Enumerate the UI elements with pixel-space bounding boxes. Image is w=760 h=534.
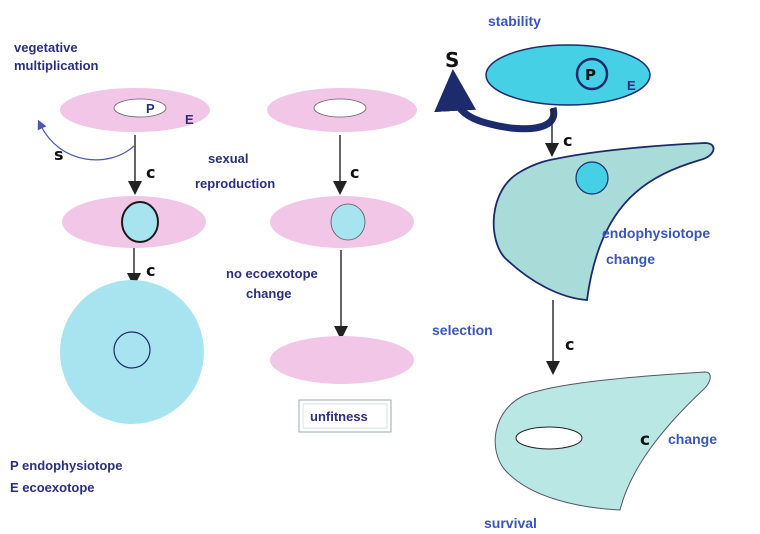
label-c-4: c	[563, 131, 572, 150]
label-multiplication: multiplication	[14, 58, 99, 73]
legend-E: E ecoexotope	[10, 480, 95, 495]
stable-cyan-ellipse	[486, 45, 650, 105]
label-c-2: c	[146, 261, 155, 280]
label-c-5: c	[565, 335, 574, 354]
cell-4-nucleus	[331, 204, 365, 240]
label-unfitness: unfitness	[310, 409, 368, 424]
survivor-hole	[516, 427, 582, 449]
large-circle-nucleus	[114, 332, 150, 368]
label-S: S	[445, 48, 459, 72]
label-s: s	[54, 145, 64, 164]
label-change-3: change	[668, 431, 717, 447]
label-change-2: change	[606, 251, 655, 267]
label-sexual: sexual	[208, 151, 248, 166]
legend-P: P endophysiotope	[10, 458, 122, 473]
label-c-3: c	[350, 163, 359, 182]
label-selection: selection	[432, 322, 493, 338]
label-no-ecoexotope: no ecoexotope	[226, 266, 318, 281]
label-survival: survival	[484, 515, 537, 531]
label-vegetative: vegetative	[14, 40, 78, 55]
label-c-6: c	[640, 430, 650, 450]
label-P-1: P	[146, 101, 155, 116]
label-endophysiotope: endophysiotope	[602, 225, 710, 241]
cell-2-nucleus	[122, 202, 158, 242]
mutated-nucleus	[576, 162, 608, 194]
label-change-1: change	[246, 286, 292, 301]
cell-1-inner-hole	[114, 99, 166, 117]
cell-3-inner-hole	[314, 99, 366, 117]
label-P-2: P	[585, 66, 596, 84]
label-stability: stability	[488, 13, 541, 29]
label-E-2: E	[627, 78, 636, 93]
cell-5-pink-ellipse	[270, 336, 414, 384]
label-c-1: c	[146, 163, 155, 182]
label-reproduction: reproduction	[195, 176, 275, 191]
label-E-1: E	[185, 112, 194, 127]
